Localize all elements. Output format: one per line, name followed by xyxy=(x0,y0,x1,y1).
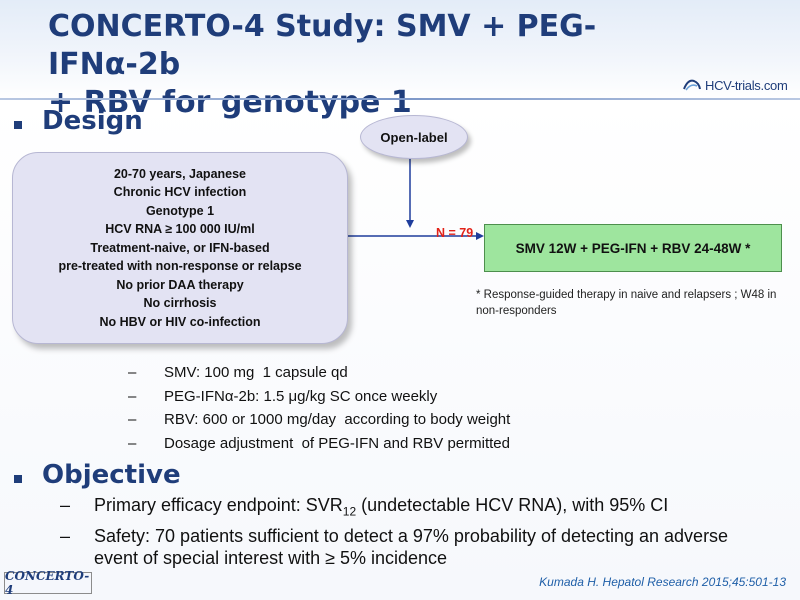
list-item: – Safety: 70 patients sufficient to dete… xyxy=(60,525,774,569)
logo-text: HCV-trials.com xyxy=(705,77,788,93)
safety-text: Safety: 70 patients sufficient to detect… xyxy=(94,525,729,568)
criteria-line: No cirrhosis xyxy=(143,296,217,311)
list-item: – Dosage adjustment of PEG-IFN and RBV p… xyxy=(128,435,510,459)
regimen-box: SMV 12W + PEG-IFN + RBV 24-48W * xyxy=(484,224,782,272)
objective-list: – Primary efficacy endpoint: SVR12 (unde… xyxy=(60,494,774,571)
sample-size-label: N = 79 xyxy=(436,226,474,240)
endpoint-text-cont: (undetectable HCV RNA), with 95% CI xyxy=(356,495,669,515)
logo-mark-icon xyxy=(683,79,701,91)
endpoint-subscript: 12 xyxy=(342,504,357,519)
criteria-line: No prior DAA therapy xyxy=(116,277,244,292)
dash-bullet-icon: – xyxy=(128,434,137,452)
criteria-line: Genotype 1 xyxy=(145,203,215,218)
inclusion-criteria-box: 20-70 years, Japanese Chronic HCV infect… xyxy=(12,152,348,344)
criteria-line: Chronic HCV infection xyxy=(113,185,247,200)
objective-text: Primary efficacy endpoint: SVR12 (undete… xyxy=(94,494,774,523)
criteria-line: Treatment-naive, or IFN-based xyxy=(90,240,270,255)
design-heading: Design xyxy=(42,106,143,136)
open-label-oval: Open-label xyxy=(360,115,468,159)
objective-heading: Objective xyxy=(42,460,181,490)
dash-bullet-icon: – xyxy=(60,525,71,546)
list-item: – PEG-IFNα-2b: 1.5 μg/kg SC once weekly xyxy=(128,388,510,412)
slide-title: CONCERTO-4 Study: SMV + PEG-IFNα-2b + RB… xyxy=(48,8,668,122)
dash-bullet-icon: – xyxy=(128,364,137,381)
study-tag: CONCERTO-4 xyxy=(4,569,92,597)
dosing-text: PEG-IFNα-2b: 1.5 μg/kg SC once weekly xyxy=(164,387,438,405)
dosing-text: SMV: 100 mg 1 capsule qd xyxy=(164,364,348,381)
list-item: – RBV: 600 or 1000 mg/day according to b… xyxy=(128,411,510,435)
list-item: – Primary efficacy endpoint: SVR12 (unde… xyxy=(60,494,774,523)
list-item: – SMV: 100 mg 1 capsule qd xyxy=(128,364,510,388)
dosing-text: Dosage adjustment of PEG-IFN and RBV per… xyxy=(164,434,510,452)
regimen-footnote: * Response-guided therapy in naive and r… xyxy=(476,289,777,317)
design-bullet-icon xyxy=(14,121,22,129)
objective-bullet-icon xyxy=(14,475,22,483)
dash-bullet-icon: – xyxy=(60,495,71,515)
criteria-line: HCV RNA ≥ 100 000 IU/ml xyxy=(105,222,255,237)
criteria-line: pre-treated with non-response or relapse xyxy=(58,259,302,274)
header-divider xyxy=(0,98,800,100)
endpoint-text: Primary efficacy endpoint: SVR xyxy=(94,495,343,515)
hcv-trials-logo: HCV-trials.com xyxy=(682,74,788,96)
criteria-line: 20-70 years, Japanese xyxy=(113,166,247,181)
dash-bullet-icon: – xyxy=(128,387,137,405)
dash-bullet-icon: – xyxy=(128,411,137,428)
title-line-2: + RBV for genotype 1 xyxy=(48,85,412,120)
dosing-text: RBV: 600 or 1000 mg/day according to bod… xyxy=(164,411,511,428)
header-background xyxy=(0,0,800,100)
title-line-1: CONCERTO-4 Study: SMV + PEG-IFNα-2b xyxy=(48,9,597,82)
criteria-line: No HBV or HIV co-infection xyxy=(99,314,261,329)
dosing-list: – SMV: 100 mg 1 capsule qd – PEG-IFNα-2b… xyxy=(128,364,510,458)
citation: Kumada H. Hepatol Research 2015;45:501-1… xyxy=(539,575,786,589)
